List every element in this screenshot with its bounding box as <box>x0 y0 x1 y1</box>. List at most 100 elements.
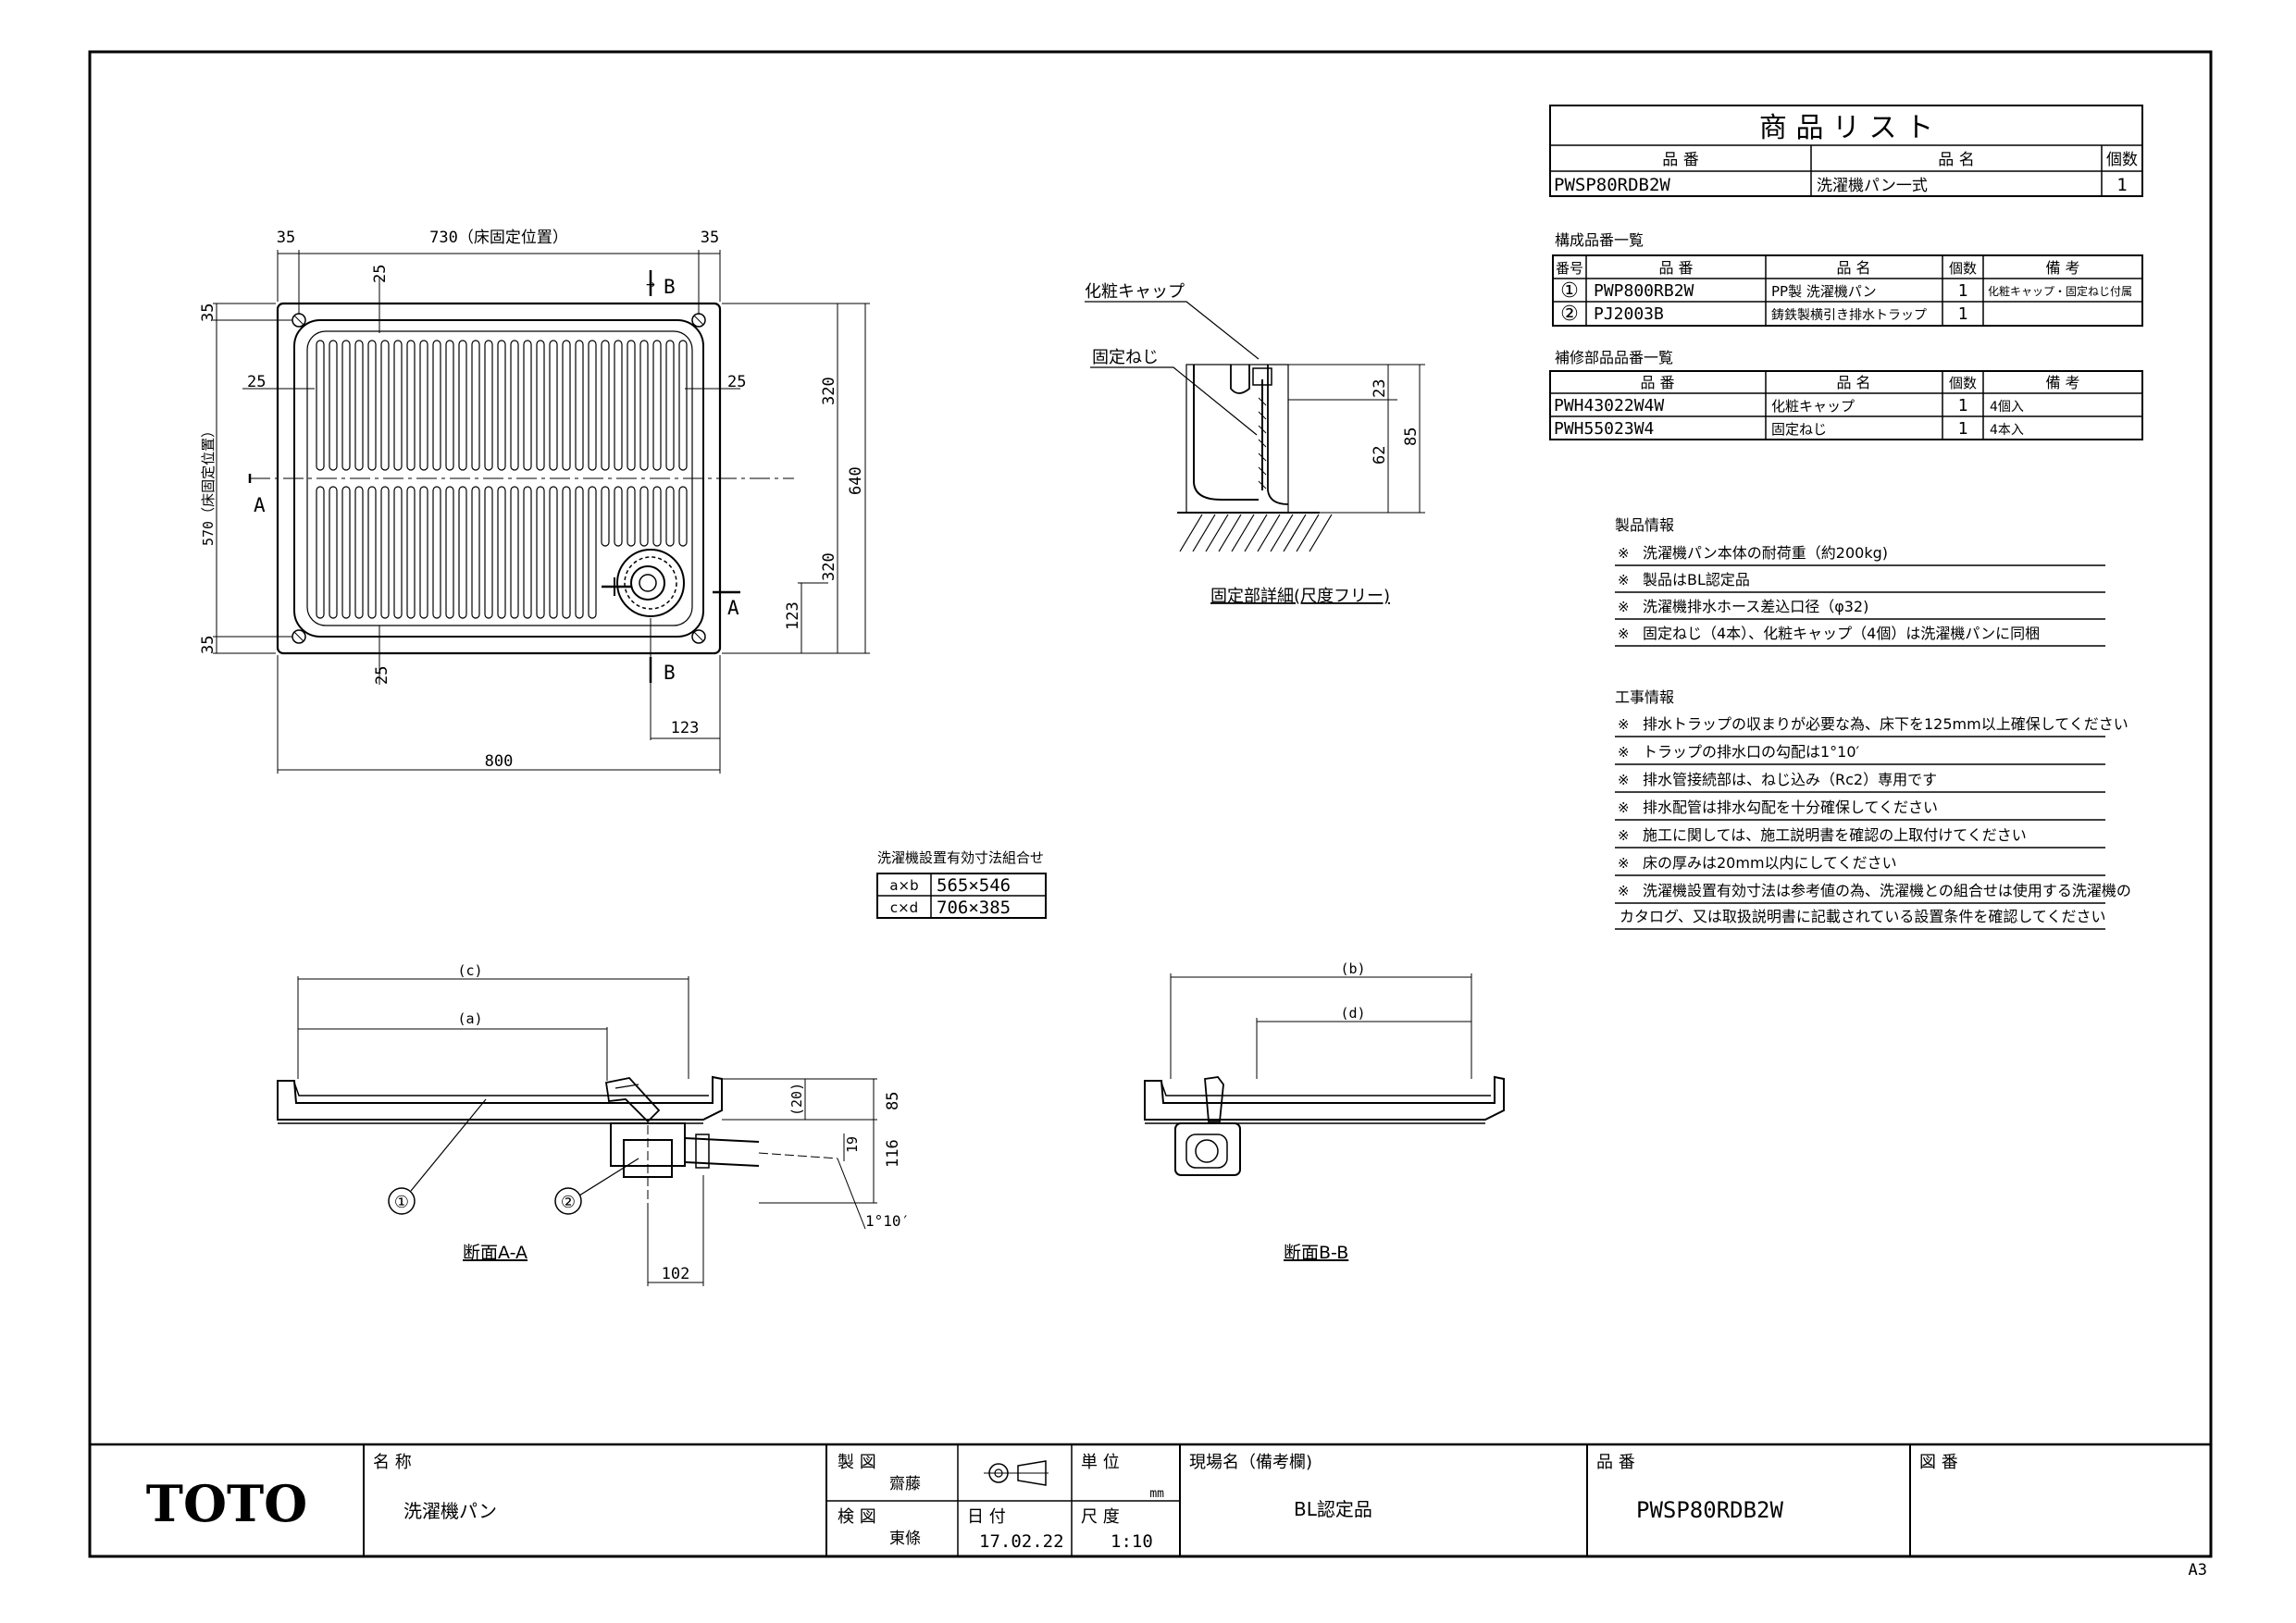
floor-hatch <box>1179 514 1333 552</box>
repair-parts-table: 補修部品品番一覧 品 番 品 名 個数 備 考 PWH43022W4W 化粧キャ… <box>1549 349 2143 440</box>
construction-info-item: 施工に関しては、施工説明書を確認の上取付けてください <box>1643 826 2027 844</box>
pan-rib <box>497 486 506 619</box>
unit-value: mm <box>1149 1487 1164 1501</box>
fixing-screw-icon <box>691 313 706 328</box>
section-b-b <box>1144 973 1505 1176</box>
effective-dims-row2-key: c×d <box>890 899 918 916</box>
fix-detail-labels: 化粧キャップ 固定ねじ 23 62 85 固定部詳細(尺度フリー) <box>1085 282 1421 606</box>
date-value: 17.02.22 <box>979 1531 1064 1552</box>
svg-text:※: ※ <box>1618 827 1630 844</box>
fixing-screw-icon <box>292 313 306 328</box>
repair-parts-header-name: 品 名 <box>1836 374 1870 391</box>
hatch-line <box>1218 514 1242 552</box>
components-row1-note: 化粧キャップ・固定ねじ付属 <box>1988 284 2132 298</box>
hatch-line <box>1231 514 1255 552</box>
components-row2-no: ② <box>1560 303 1579 326</box>
construction-info-item: 排水トラップの収まりが必要な為、床下を125mm以上確保してください <box>1643 715 2128 733</box>
pan-rib <box>341 340 351 471</box>
dim-slope: 1°10′ <box>865 1212 910 1230</box>
pan-rib <box>665 340 675 471</box>
pan-rib <box>354 486 364 619</box>
dim-85: 85 <box>1402 427 1421 446</box>
site-label: 現場名（備考欄) <box>1189 1453 1312 1472</box>
pan-rib <box>341 486 351 619</box>
pan-rib <box>367 340 377 471</box>
pan-rib <box>678 486 688 547</box>
dim-570: 570（床固定位置） <box>200 424 217 546</box>
svg-text:※: ※ <box>1618 883 1630 899</box>
pan-ribs <box>316 340 688 619</box>
dim-85-section: 85 <box>884 1092 902 1110</box>
pan-rib <box>458 486 467 619</box>
pan-rib <box>549 340 558 471</box>
name-value: 洗濯機パン <box>403 1500 497 1522</box>
svg-text:※: ※ <box>1618 545 1630 562</box>
product-list-cell-partno: PWSP80RDB2W <box>1554 175 1670 195</box>
components-table: 構成品番一覧 番号 品 番 品 名 個数 備 考 ① PWP800RB2W PP… <box>1552 231 2143 327</box>
title-block <box>90 1443 2211 1556</box>
dim-25-top: 25 <box>371 265 390 283</box>
pan-rib <box>601 486 610 547</box>
product-list-header-partno: 品 番 <box>1662 151 1698 169</box>
hatch-line <box>1244 514 1268 552</box>
drawn-by: 齋藤 <box>889 1475 921 1493</box>
checked-label: 検 図 <box>838 1507 876 1527</box>
pan-rib <box>329 486 338 619</box>
pan-rib <box>367 486 377 619</box>
product-info-list: ※ 洗濯機パン本体の耐荷重（約200kg) ※ 製品はBL認定品 ※ 洗濯機排水… <box>1615 544 2105 647</box>
section-marker-a-right: A <box>727 597 739 619</box>
cap-label: 化粧キャップ <box>1085 282 1185 302</box>
scale-label: 尺 度 <box>1081 1507 1120 1527</box>
fix-detail <box>1085 301 1425 552</box>
pan-rib <box>614 340 623 471</box>
components-row2-partno: PJ2003B <box>1594 304 1664 324</box>
product-info-item: 洗濯機排水ホース差込口径（φ32) <box>1643 598 1868 615</box>
pan-rib <box>562 486 571 619</box>
drawn-label: 製 図 <box>838 1453 876 1472</box>
dim-35-top-left: 35 <box>277 229 295 247</box>
hatch-line <box>1283 514 1307 552</box>
dim-a: (a) <box>457 1010 482 1027</box>
svg-text:※: ※ <box>1618 716 1630 733</box>
site-value: BL認定品 <box>1294 1498 1372 1520</box>
pan-rib <box>458 340 467 471</box>
components-header-qty: 個数 <box>1949 260 1977 277</box>
fix-detail-caption: 固定部詳細(尺度フリー) <box>1210 587 1390 606</box>
dim-640: 640 <box>847 466 865 495</box>
product-list-header-name: 品 名 <box>1938 151 1974 169</box>
dim-320-lower: 320 <box>820 552 838 581</box>
repair-parts-header-partno: 品 番 <box>1640 374 1674 391</box>
components-row1-no: ① <box>1560 279 1579 303</box>
svg-text:※: ※ <box>1618 799 1630 816</box>
fixing-screw-icon <box>691 629 706 644</box>
effective-dims-row1-key: a×b <box>889 877 918 894</box>
dim-800: 800 <box>485 752 514 771</box>
dim-35-left-bottom: 35 <box>199 636 217 654</box>
repair-parts-row2-partno: PWH55023W4 <box>1554 419 1654 439</box>
repair-parts-row1-name: 化粧キャップ <box>1771 398 1855 415</box>
product-list-table: 商 品 リ ス ト 品 番 品 名 個数 PWSP80RDB2W 洗濯機パン一式… <box>1549 105 2143 197</box>
screw-label: 固定ねじ <box>1092 348 1159 367</box>
pan-rib <box>471 340 480 471</box>
dim-123-horizontal: 123 <box>671 719 700 737</box>
checked-by: 東條 <box>889 1530 921 1548</box>
section-a-a <box>277 976 877 1286</box>
pan-rib <box>652 486 662 547</box>
section-a-a-caption: 断面A-A <box>463 1243 527 1263</box>
effective-dims-row2-value: 706×385 <box>937 898 1011 918</box>
construction-info-item: カタログ、又は取扱説明書に記載されている設置条件を確認してください <box>1620 908 2105 925</box>
pan-rib <box>484 486 493 619</box>
dim-730: 730（床固定位置） <box>429 229 568 247</box>
dim-25-bottom: 25 <box>373 666 391 685</box>
section-marker-b-top: B <box>664 276 676 298</box>
callout-2: ② <box>561 1193 576 1212</box>
dim-25-right: 25 <box>727 373 746 391</box>
dim-b: (b) <box>1340 960 1365 977</box>
pan-rib <box>471 486 480 619</box>
components-header-partno: 品 番 <box>1658 259 1693 277</box>
dim-19: 19 <box>844 1136 861 1153</box>
components-row1-qty: 1 <box>1958 281 1968 301</box>
pan-rib <box>354 340 364 471</box>
plan-view <box>213 250 870 774</box>
